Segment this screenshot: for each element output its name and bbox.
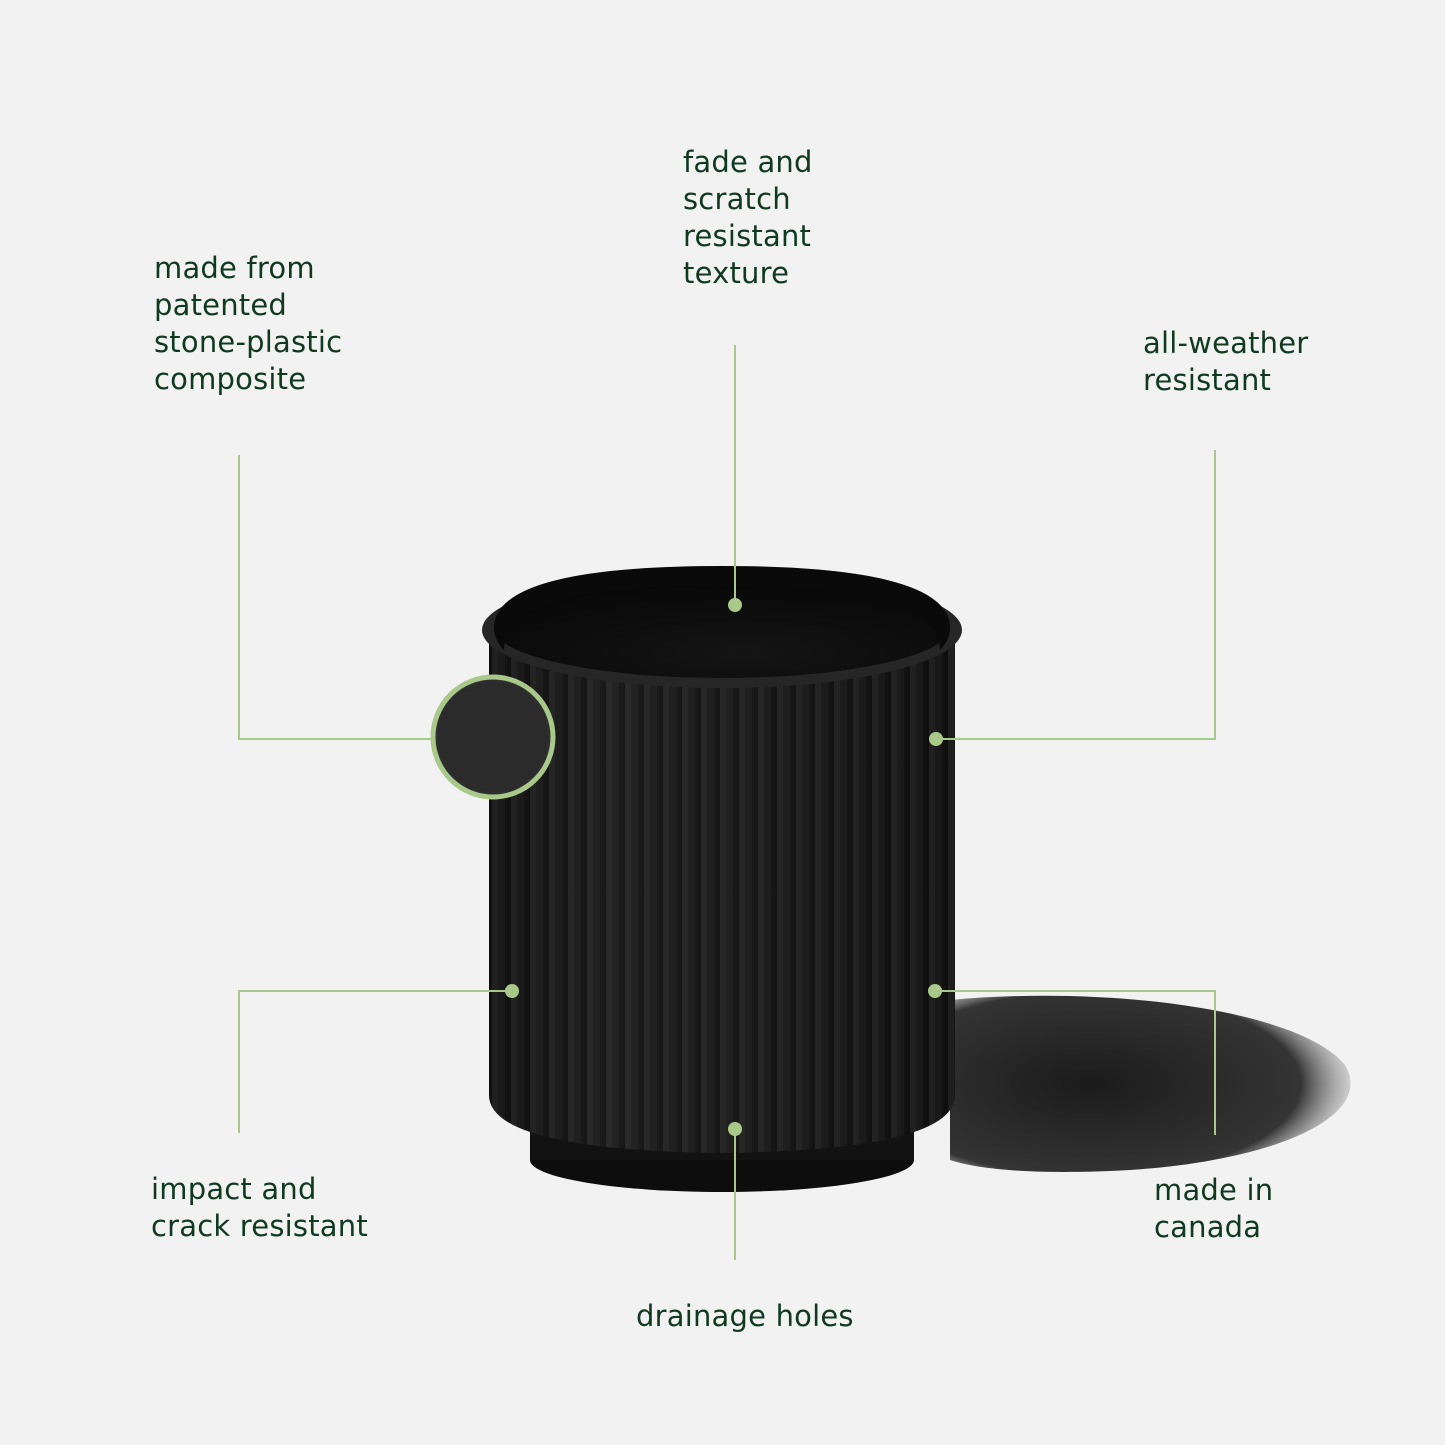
feature-weather: all-weather resistant <box>1143 325 1308 399</box>
feature-texture: fade and scratch resistant texture <box>683 144 813 292</box>
pot-shadow <box>950 995 1351 1172</box>
callout-dot-impact <box>505 984 519 998</box>
callout-lines <box>238 345 1216 1260</box>
feature-origin-line: canada <box>1154 1210 1262 1244</box>
feature-origin-line: made in <box>1154 1173 1274 1207</box>
feature-texture-line: scratch <box>683 182 791 216</box>
feature-texture-line: texture <box>683 256 790 290</box>
feature-origin: made in canada <box>1154 1172 1273 1246</box>
callout-line-weather <box>936 450 1216 740</box>
feature-texture-line: fade and <box>683 145 813 179</box>
callout-line-origin <box>935 990 1216 1135</box>
feature-drainage-line: drainage holes <box>636 1299 854 1333</box>
feature-weather-line: resistant <box>1143 363 1272 397</box>
callout-dot-origin <box>928 984 942 998</box>
feature-drainage: drainage holes <box>636 1298 854 1335</box>
pot-opening <box>494 578 950 678</box>
callout-dot-weather <box>929 732 943 746</box>
feature-weather-line: all-weather <box>1143 326 1309 360</box>
callout-dots <box>505 598 943 1136</box>
feature-texture-line: resistant <box>683 219 812 253</box>
callout-dot-drainage <box>728 1122 742 1136</box>
feature-impact-line: crack resistant <box>151 1209 368 1243</box>
feature-material-line: composite <box>154 362 307 396</box>
feature-material-line: patented <box>154 288 287 322</box>
callout-dot-texture <box>728 598 742 612</box>
feature-impact: impact and crack resistant <box>151 1171 368 1245</box>
feature-material-line: stone-plastic <box>154 325 343 359</box>
feature-material: made from patented stone-plastic composi… <box>154 250 342 398</box>
callout-line-impact <box>238 990 512 1133</box>
feature-material-line: made from <box>154 251 315 285</box>
callout-line-material <box>238 455 432 740</box>
feature-impact-line: impact and <box>151 1172 317 1206</box>
